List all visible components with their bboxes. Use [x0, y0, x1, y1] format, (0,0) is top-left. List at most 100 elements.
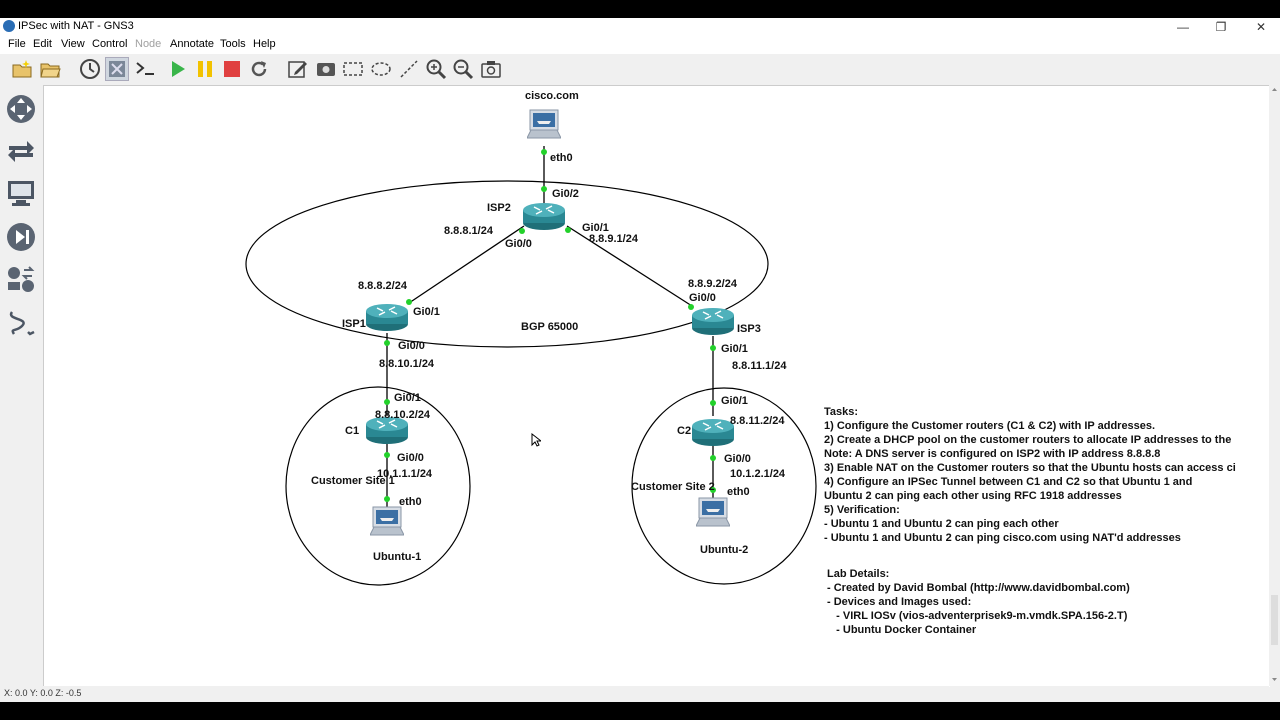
- topology-links: [245, 146, 817, 586]
- ubuntu1-label: Ubuntu-1: [373, 551, 422, 563]
- routers-icon[interactable]: [5, 93, 37, 125]
- start-all-icon[interactable]: [166, 57, 190, 81]
- isp1-label: ISP1: [342, 318, 366, 330]
- gns3-window: IPSec with NAT - GNS3 — ❐ ✕ File Edit Vi…: [0, 18, 1280, 702]
- add-link-icon[interactable]: [5, 307, 37, 339]
- ubuntu2-host-icon[interactable]: [695, 496, 731, 532]
- port-label: Gi0/1: [582, 222, 609, 234]
- new-project-icon[interactable]: [10, 57, 34, 81]
- ip-address-label: 10.1.2.1/24: [730, 468, 786, 480]
- bgp-area-label: BGP 65000: [521, 321, 579, 333]
- bgp-area-ellipse: [245, 180, 769, 348]
- note-line: 4) Configure an IPSec Tunnel between C1 …: [824, 476, 1193, 488]
- menu-tools[interactable]: Tools: [220, 38, 246, 50]
- show-interface-labels-icon[interactable]: [105, 57, 129, 81]
- add-note-icon[interactable]: [286, 57, 310, 81]
- ubuntu1-host-icon[interactable]: [369, 505, 405, 541]
- port-label: Gi0/1: [721, 343, 748, 355]
- minimize-button[interactable]: —: [1177, 20, 1189, 34]
- topology-canvas[interactable]: cisco.com ISP2 ISP1 ISP3 C1 C2 Ubuntu-1 …: [43, 85, 1270, 687]
- port-label: Gi0/0: [398, 340, 425, 352]
- insert-picture-icon[interactable]: [314, 57, 338, 81]
- snapshot-icon[interactable]: [78, 57, 102, 81]
- coordinates-readout: X: 0.0 Y: 0.0 Z: -0.5: [4, 688, 82, 698]
- vertical-scrollbar[interactable]: [1269, 85, 1280, 686]
- console-all-icon[interactable]: [133, 57, 157, 81]
- ip-address-label: 8.8.8.2/24: [358, 280, 407, 292]
- security-devices-icon[interactable]: [5, 221, 37, 253]
- switches-icon[interactable]: [5, 135, 37, 167]
- tasks-note[interactable]: Tasks: 1) Configure the Customer routers…: [824, 405, 1236, 545]
- open-project-icon[interactable]: [38, 57, 62, 81]
- lab-details-note[interactable]: Lab Details: - Created by David Bombal (…: [827, 567, 1130, 637]
- screenshot-icon[interactable]: [479, 57, 503, 81]
- note-line: Tasks:: [824, 406, 859, 418]
- draw-line-icon[interactable]: [397, 57, 421, 81]
- main-toolbar: [0, 54, 1280, 84]
- link-isp2-isp3: [566, 225, 693, 307]
- isp3-label: ISP3: [737, 323, 761, 335]
- ip-address-label: 8.8.10.2/24: [375, 409, 431, 421]
- close-button[interactable]: ✕: [1255, 20, 1267, 34]
- title-bar: IPSec with NAT - GNS3 — ❐ ✕: [0, 18, 1280, 36]
- isp2-label: ISP2: [487, 202, 511, 214]
- note-line: 5) Verification:: [824, 504, 900, 516]
- zoom-in-icon[interactable]: [424, 57, 448, 81]
- menu-view[interactable]: View: [61, 38, 85, 50]
- link-status-dots: [384, 149, 716, 502]
- site1-area-ellipse: [285, 386, 471, 586]
- maximize-button[interactable]: ❐: [1215, 20, 1227, 34]
- device-panel: [0, 84, 43, 684]
- site1-area-label: Customer Site 1: [311, 475, 395, 487]
- ip-address-label: 10.1.1.1/24: [377, 468, 433, 480]
- note-line: - Devices and Images used:: [827, 596, 972, 608]
- suspend-all-icon[interactable]: [193, 57, 217, 81]
- menu-edit[interactable]: Edit: [33, 38, 52, 50]
- port-label: Gi0/0: [397, 452, 424, 464]
- port-label: Gi0/2: [552, 188, 579, 200]
- isp2-router-icon[interactable]: [522, 201, 566, 231]
- zoom-out-icon[interactable]: [451, 57, 475, 81]
- gns3-app-icon: [3, 20, 15, 32]
- c2-router-icon[interactable]: [691, 417, 735, 447]
- menu-annotate[interactable]: Annotate: [170, 38, 215, 50]
- site2-area-ellipse: [631, 387, 817, 585]
- stop-all-icon[interactable]: [220, 57, 244, 81]
- all-devices-icon[interactable]: [5, 264, 37, 296]
- draw-ellipse-icon[interactable]: [369, 57, 393, 81]
- note-line: - Created by David Bombal (http://www.da…: [827, 582, 1130, 594]
- ip-address-label: 8.8.9.2/24: [688, 278, 737, 290]
- site2-area-label: Customer Site 2: [631, 481, 715, 493]
- ip-address-label: 8.8.10.1/24: [379, 358, 435, 370]
- note-line: - Ubuntu 1 and Ubuntu 2 can ping each ot…: [824, 518, 1059, 530]
- port-label: Gi0/0: [505, 238, 532, 250]
- menu-control[interactable]: Control: [92, 38, 128, 50]
- draw-rectangle-icon[interactable]: [341, 57, 365, 81]
- ip-address-label: 8.8.8.1/24: [444, 225, 493, 237]
- menu-bar: File Edit View Control Node Annotate Too…: [0, 36, 1280, 54]
- menu-node[interactable]: Node: [135, 38, 162, 50]
- port-label: eth0: [399, 496, 422, 508]
- end-devices-icon[interactable]: [5, 177, 37, 209]
- note-line: 3) Enable NAT on the Customer routers so…: [824, 462, 1236, 474]
- cisco-com-label: cisco.com: [525, 90, 579, 102]
- menu-help[interactable]: Help: [253, 38, 276, 50]
- isp1-router-icon[interactable]: [365, 302, 409, 332]
- isp3-router-icon[interactable]: [691, 306, 735, 336]
- link-isp2-isp1: [408, 225, 525, 304]
- port-label: Gi0/0: [724, 453, 751, 465]
- port-label: Gi0/0: [689, 292, 716, 304]
- menu-file[interactable]: File: [8, 38, 26, 50]
- window-title: IPSec with NAT - GNS3: [18, 20, 134, 32]
- c1-router-icon[interactable]: [365, 415, 409, 445]
- reload-all-icon[interactable]: [247, 57, 271, 81]
- cisco-com-host-icon[interactable]: [526, 108, 562, 144]
- note-line: Ubuntu 2 can ping each other using RFC 1…: [824, 490, 1122, 502]
- note-line: 2) Create a DHCP pool on the customer ro…: [824, 434, 1232, 446]
- port-label: Gi0/1: [721, 395, 748, 407]
- port-label: Gi0/1: [413, 306, 440, 318]
- note-line: - VIRL IOSv (vios-adventerprisek9-m.vmdk…: [827, 610, 1128, 622]
- ip-address-label: 8.8.11.1/24: [732, 360, 787, 372]
- note-line: - Ubuntu 1 and Ubuntu 2 can ping cisco.c…: [824, 532, 1181, 544]
- note-line: 1) Configure the Customer routers (C1 & …: [824, 420, 1156, 432]
